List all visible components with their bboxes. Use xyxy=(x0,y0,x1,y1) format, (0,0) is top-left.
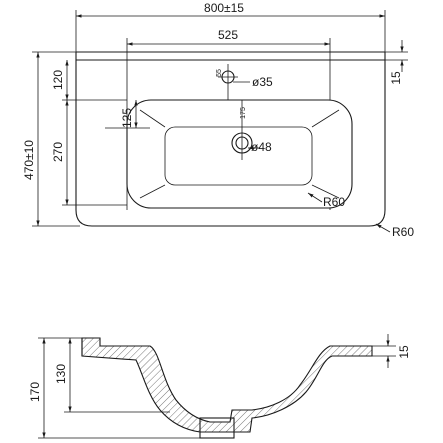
label-drain-offset: 175 xyxy=(240,107,247,119)
bowl-facet-edges xyxy=(139,109,340,199)
drain-outlet xyxy=(199,417,235,439)
label-side-rim-thickness: 15 xyxy=(397,345,411,359)
side-section-view: 170 130 15 xyxy=(28,334,411,439)
label-drain-hole: ø48 xyxy=(251,140,272,154)
top-view: 800±15 525 470±10 120 270 125 55 ø35 175 xyxy=(22,1,414,239)
label-corner-radius: R60 xyxy=(392,225,414,239)
section-hatch xyxy=(81,337,373,433)
label-bowl-depth: 270 xyxy=(51,142,65,162)
label-to-drain: 125 xyxy=(120,108,134,128)
label-tap-offset: 55 xyxy=(216,69,223,77)
label-bowl-height: 130 xyxy=(54,364,68,384)
label-depth-to-bowl: 120 xyxy=(51,70,65,90)
leader-corner-radius xyxy=(375,223,391,233)
bowl-bottom-facet xyxy=(164,126,313,186)
label-bowl-radius: R60 xyxy=(323,195,345,209)
label-overall-width: 800±15 xyxy=(204,1,244,15)
basin-front-edge xyxy=(75,209,386,227)
label-tap-hole: ø35 xyxy=(252,75,273,89)
label-bowl-width: 525 xyxy=(218,28,238,42)
label-total-height: 170 xyxy=(28,382,42,402)
label-overall-depth: 470±10 xyxy=(22,140,36,180)
label-rim-thickness: 15 xyxy=(389,71,403,85)
leader-bowl-radius xyxy=(307,192,323,203)
